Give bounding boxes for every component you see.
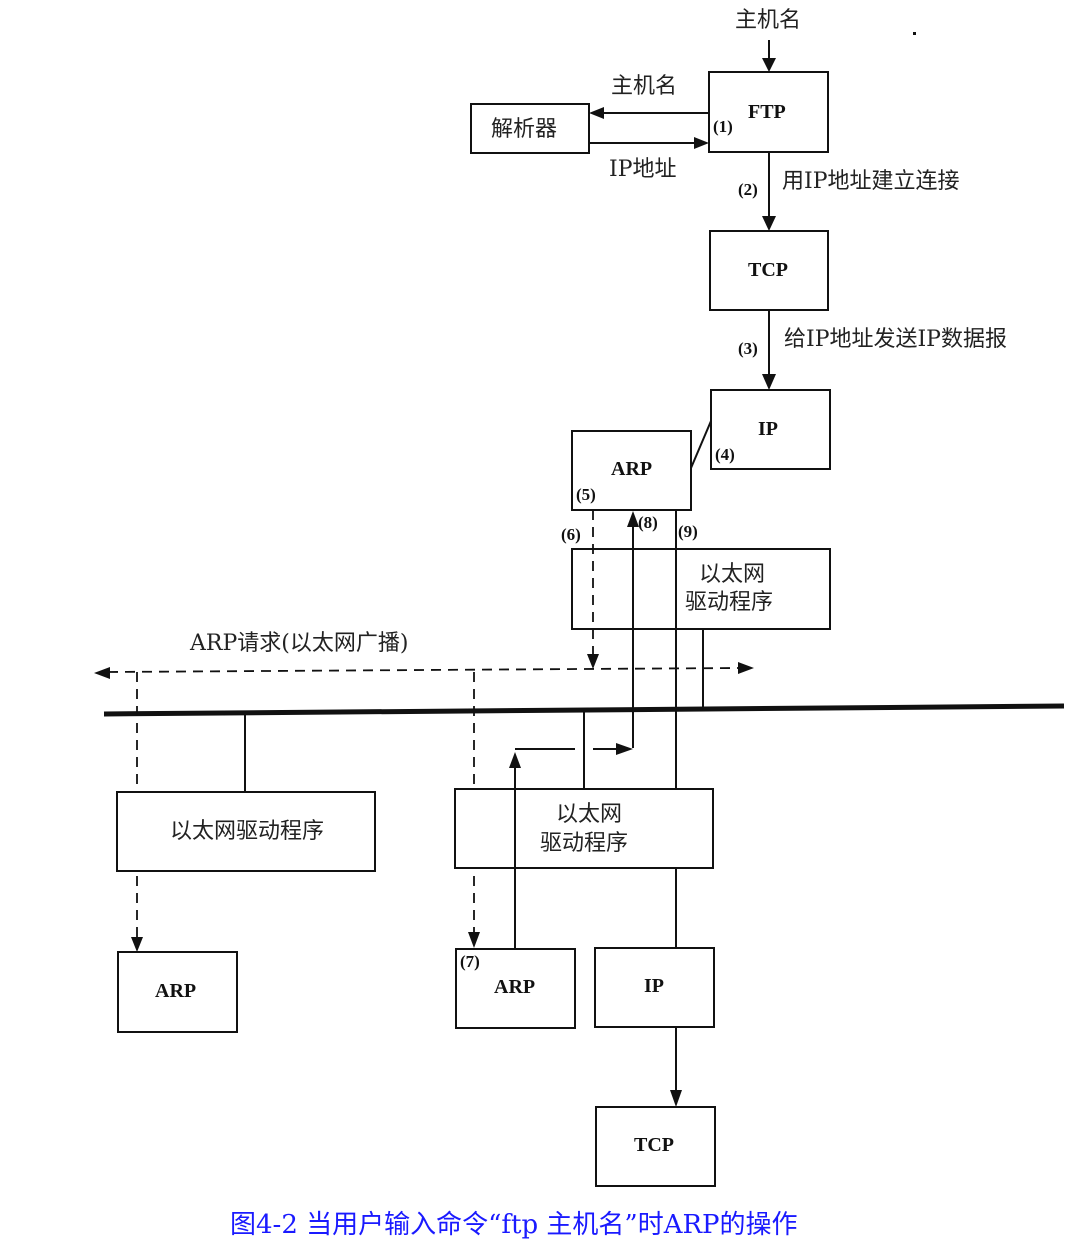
resolver-box (470, 103, 590, 154)
arrowhead-icon (468, 932, 480, 948)
arp-left-box (117, 951, 238, 1033)
label-ip-address: IP地址 (609, 157, 677, 182)
arrowhead-icon (94, 667, 110, 679)
arrowhead-icon (670, 1090, 682, 1107)
step-7-label: (7) (460, 952, 480, 971)
eth-driver-left-label: 以太网驱动程序 (170, 819, 324, 844)
arp-target-box (455, 948, 576, 1029)
eth-driver-target-label-line1: 以太网 (556, 802, 622, 827)
ftp-box-label: FTP (748, 101, 786, 123)
figure-caption: 图4-2 当用户输入命令“ftp 主机名”时ARP的操作 (230, 1210, 798, 1240)
ip-target-box-label: IP (644, 975, 664, 997)
arp-local-box-label: ARP (611, 458, 652, 480)
label-send-ip-datagram: 给IP地址发送IP数据报 (784, 327, 1007, 352)
arrowhead-icon (738, 662, 754, 674)
eth-driver-target-box (454, 788, 714, 869)
step-4-label: (4) (715, 445, 735, 464)
step-3-label: (3) (738, 339, 758, 358)
resolver-box-label: 解析器 (491, 117, 557, 142)
step-6-label: (6) (561, 525, 581, 544)
ip-target-box (594, 947, 715, 1028)
label-arp-request-broadcast: ARP请求(以太网广播) (189, 631, 408, 656)
arp-broadcast-dashed-line (107, 667, 741, 673)
arrowhead-icon (131, 937, 143, 952)
ip-local-box (710, 389, 831, 470)
arrowhead-icon (509, 752, 521, 768)
arrowhead-icon (616, 743, 633, 755)
arrowhead-icon (694, 137, 709, 149)
arp-left-box-label: ARP (155, 980, 196, 1002)
eth-driver-left-box (116, 791, 376, 872)
eth-driver-local-box (571, 548, 831, 630)
tcp-target-box (595, 1106, 716, 1187)
label-connect-using-ip: 用IP地址建立连接 (782, 169, 960, 194)
eth-driver-local-label-line1: 以太网 (699, 562, 765, 587)
arrowhead-icon (762, 58, 776, 72)
arp-target-box-label: ARP (494, 976, 535, 998)
ip-local-box-label: IP (758, 418, 778, 440)
tcp-target-box-label: TCP (634, 1134, 674, 1156)
stray-dot (913, 32, 916, 35)
arrowhead-icon (587, 654, 599, 669)
arrowhead-icon (762, 374, 776, 390)
label-hostname-to-resolver: 主机名 (611, 74, 677, 99)
arrowhead-icon (627, 511, 639, 527)
ip-arp-connector-line (690, 420, 712, 469)
arp-local-box (571, 430, 692, 511)
step-2-label: (2) (738, 180, 758, 199)
tcp-local-box (709, 230, 829, 311)
eth-driver-local-label-line2: 驱动程序 (685, 590, 773, 615)
tcp-local-box-label: TCP (748, 259, 788, 281)
step-8-label: (8) (638, 513, 658, 532)
arrowhead-icon (762, 216, 776, 231)
eth-driver-target-label-line2: 驱动程序 (540, 831, 628, 856)
step-1-label: (1) (713, 117, 733, 136)
arrowhead-icon (589, 107, 604, 119)
step-9-label: (9) (678, 522, 698, 541)
label-hostname-input: 主机名 (735, 8, 801, 33)
step-5-label: (5) (576, 485, 596, 504)
